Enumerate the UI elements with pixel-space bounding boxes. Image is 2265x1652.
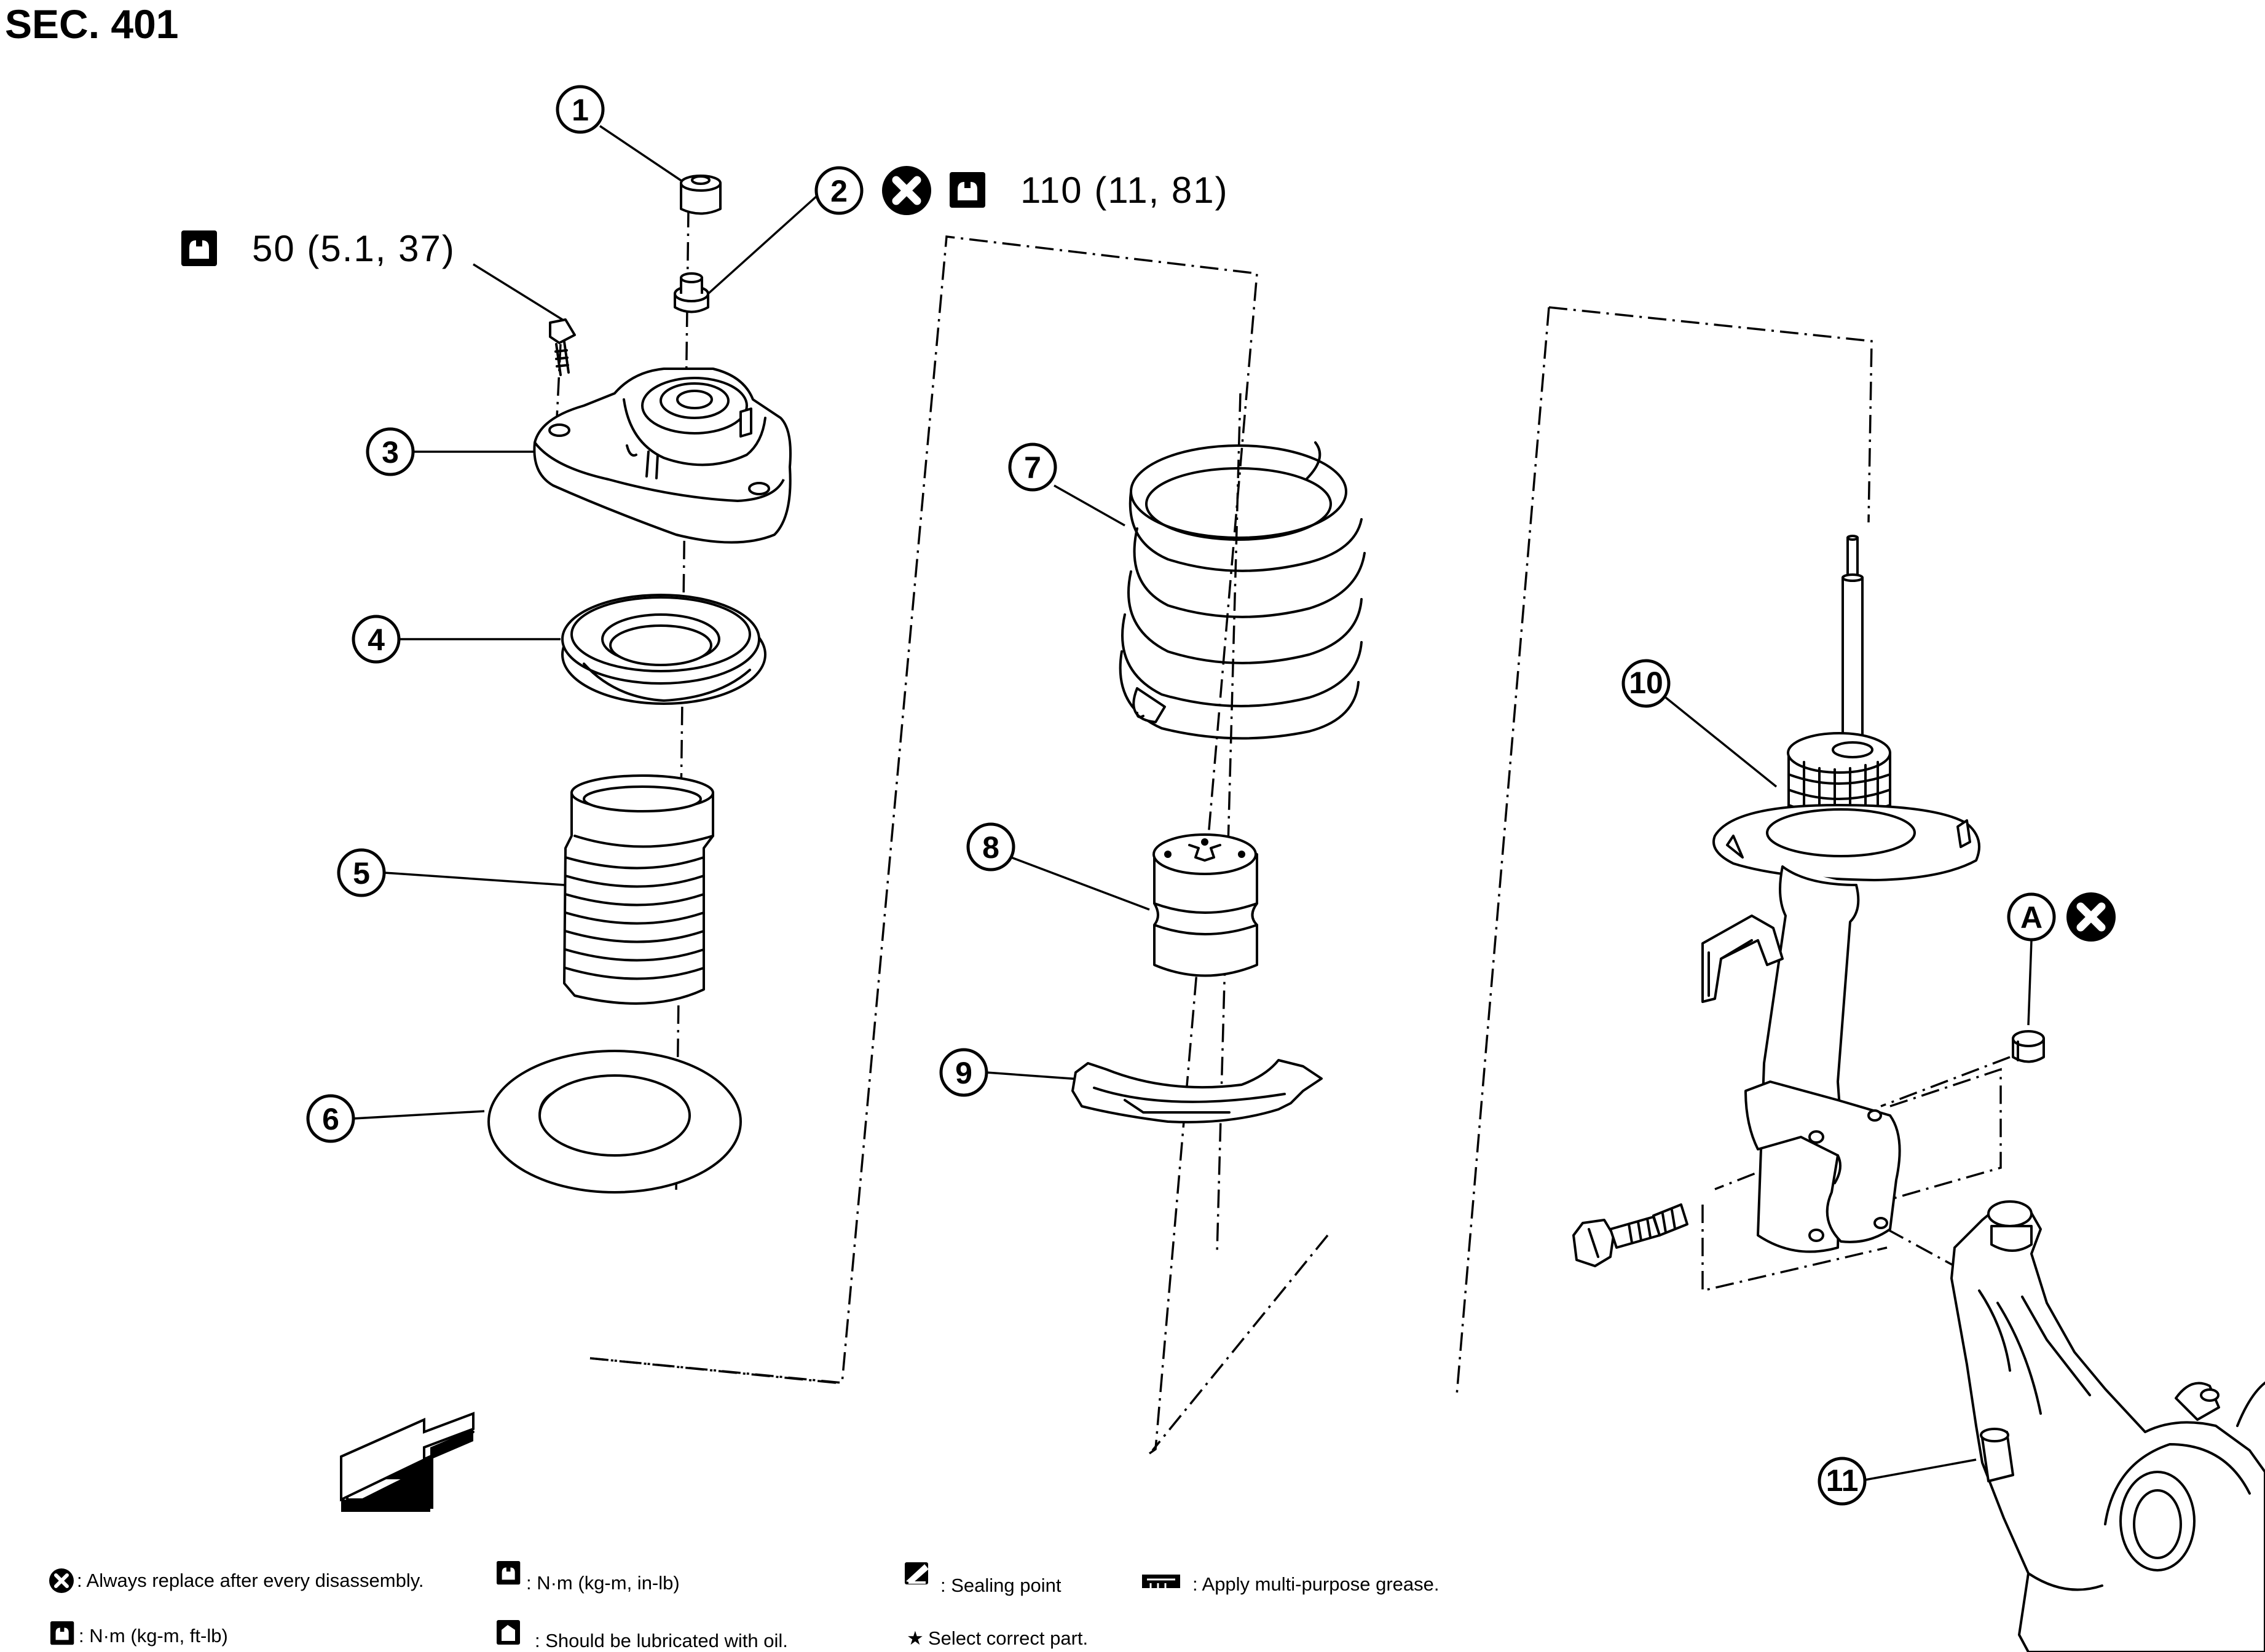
callout-number: 1 (572, 93, 589, 127)
callout-number: 3 (382, 435, 399, 470)
part-3-strut-mount (533, 368, 792, 544)
legend-item-oil: : Should be lubricated with oil. (497, 1620, 788, 1651)
front-direction-arrow (340, 1412, 475, 1512)
callout-circle (352, 615, 401, 664)
legend-item-torque-in-lb: : N·m (kg-m, in-lb) (497, 1561, 680, 1594)
callout-circle (1818, 1457, 1867, 1506)
callout-circle (306, 1094, 355, 1143)
callout-number: 2 (830, 174, 848, 208)
callout-number: 10 (1629, 666, 1663, 700)
legend-item-sealing: : Sealing point (905, 1562, 1062, 1596)
part-10-strut (1701, 535, 2045, 1253)
callout-number: 9 (955, 1056, 972, 1090)
callout-circle (814, 166, 864, 215)
callout-number: 4 (368, 623, 385, 657)
legend-text: : N·m (kg-m, ft-lb) (79, 1625, 228, 1646)
legend-item-replace: : Always replace after every disassembly… (49, 1568, 424, 1593)
callout-number: 11 (1826, 1463, 1859, 1498)
legend: : Always replace after every disassembly… (49, 1561, 1440, 1651)
callout-circle (366, 427, 415, 476)
callout-circle (337, 848, 386, 897)
torque-spec-top: 2 110 (11, 81) (814, 166, 1229, 215)
legend-text: : Sealing point (940, 1575, 1062, 1596)
callout-circle (1621, 659, 1671, 708)
torque-spec-left: 50 (5.1, 37) (181, 228, 455, 269)
torque-value: 50 (5.1, 37) (252, 228, 455, 269)
torque-wrench-icon (950, 172, 985, 208)
callout-circle (966, 822, 1015, 871)
callout-circle (556, 85, 605, 134)
mount-bolt (473, 263, 576, 376)
section-label: SEC. 401 (5, 1, 179, 47)
callout-number: 5 (353, 856, 370, 891)
part-1-cap (680, 175, 722, 215)
legend-text: : Apply multi-purpose grease. (1192, 1573, 1440, 1595)
star-icon: ★ (907, 1627, 924, 1649)
callout-number: 7 (1024, 450, 1041, 485)
callout-number: 6 (322, 1102, 339, 1136)
torque-value: 110 (11, 81) (1020, 170, 1229, 211)
callout-circle (939, 1048, 988, 1097)
callouts: 1 3 4 5 6 7 8 9 10 (306, 85, 2116, 1506)
callout-circle (1008, 442, 1057, 492)
part-7-coil-spring (1119, 441, 1366, 740)
torque-wrench-icon (497, 1561, 521, 1585)
part-6-spring-seat (487, 1050, 742, 1194)
torque-wrench-icon (181, 230, 217, 266)
part-11-steering-knuckle (1950, 1200, 2265, 1652)
knuckle-bolt (1572, 1203, 1688, 1267)
replace-icon (882, 166, 931, 215)
legend-item-grease: : Apply multi-purpose grease. (1142, 1573, 1440, 1595)
grease-icon (1142, 1575, 1180, 1588)
legend-item-torque-ft-lb: : N·m (kg-m, ft-lb) (50, 1621, 228, 1646)
part-9-insulator (1071, 1059, 1323, 1123)
torque-wrench-icon (50, 1621, 74, 1645)
part-5-dust-boot (563, 774, 714, 1005)
legend-text: : N·m (kg-m, in-lb) (526, 1572, 680, 1594)
legend-text: Select correct part. (928, 1627, 1088, 1649)
part-2-nut (674, 272, 709, 313)
legend-text: : Always replace after every disassembly… (77, 1570, 424, 1591)
callout-number: 8 (982, 830, 999, 865)
replace-icon (2066, 892, 2116, 942)
legend-text: : Should be lubricated with oil. (535, 1630, 788, 1651)
reference-circle (2007, 892, 2056, 942)
reference-mark: A (2020, 900, 2042, 935)
part-8-bump-stopper (1152, 833, 1258, 977)
legend-item-select-part: ★ Select correct part. (907, 1627, 1088, 1649)
part-4-bearing (561, 594, 766, 705)
